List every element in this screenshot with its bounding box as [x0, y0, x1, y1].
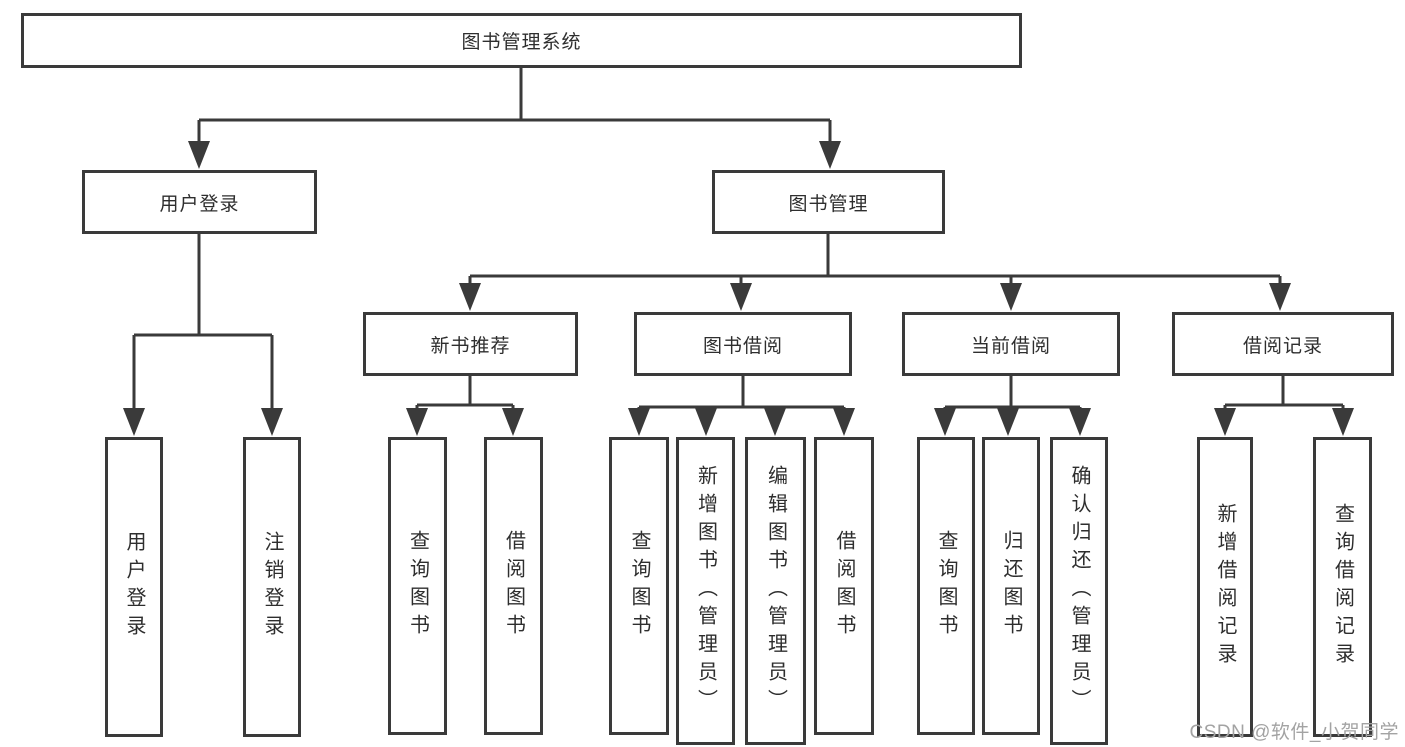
- leaf-label: 新增图书（管理员）: [694, 465, 717, 717]
- leaf-query-books-current: 查询图书: [917, 437, 975, 735]
- node-book-borrowing: 图书借阅: [634, 312, 852, 376]
- node-book-management: 图书管理: [712, 170, 945, 234]
- leaf-label: 借阅图书: [502, 530, 525, 642]
- leaf-borrow-books-recommend: 借阅图书: [484, 437, 543, 735]
- node-borrowing-records: 借阅记录: [1172, 312, 1394, 376]
- leaf-label: 借阅图书: [833, 530, 855, 642]
- leaf-confirm-return-admin: 确认归还（管理员）: [1050, 437, 1108, 745]
- node-current-borrowing: 当前借阅: [902, 312, 1120, 376]
- leaf-label: 查询图书: [935, 530, 957, 642]
- leaf-edit-books-admin: 编辑图书（管理员）: [745, 437, 806, 745]
- node-library-management-system: 图书管理系统: [21, 13, 1022, 68]
- leaf-query-borrow-record: 查询借阅记录: [1313, 437, 1372, 737]
- leaf-logout: 注销登录: [243, 437, 301, 737]
- leaf-label: 编辑图书（管理员）: [764, 465, 787, 717]
- leaf-label: 查询图书: [406, 530, 429, 642]
- leaf-label: 查询借阅记录: [1331, 503, 1354, 671]
- leaf-label: 查询图书: [628, 530, 650, 642]
- leaf-label: 确认归还（管理员）: [1068, 465, 1090, 717]
- leaf-query-books-recommend: 查询图书: [388, 437, 447, 735]
- leaf-label: 用户登录: [123, 531, 145, 643]
- leaf-user-login: 用户登录: [105, 437, 163, 737]
- csdn-watermark: CSDN @软件_小贺同学: [1189, 722, 1399, 743]
- node-user-login: 用户登录: [82, 170, 317, 234]
- leaf-query-books-borrowing: 查询图书: [609, 437, 669, 735]
- leaf-label: 归还图书: [1000, 530, 1022, 642]
- leaf-add-borrow-record: 新增借阅记录: [1197, 437, 1253, 737]
- leaf-return-books: 归还图书: [982, 437, 1040, 735]
- leaf-label: 新增借阅记录: [1214, 503, 1236, 671]
- leaf-add-books-admin: 新增图书（管理员）: [676, 437, 735, 745]
- node-new-book-recommend: 新书推荐: [363, 312, 578, 376]
- leaf-label: 注销登录: [261, 531, 283, 643]
- leaf-borrow-books: 借阅图书: [814, 437, 874, 735]
